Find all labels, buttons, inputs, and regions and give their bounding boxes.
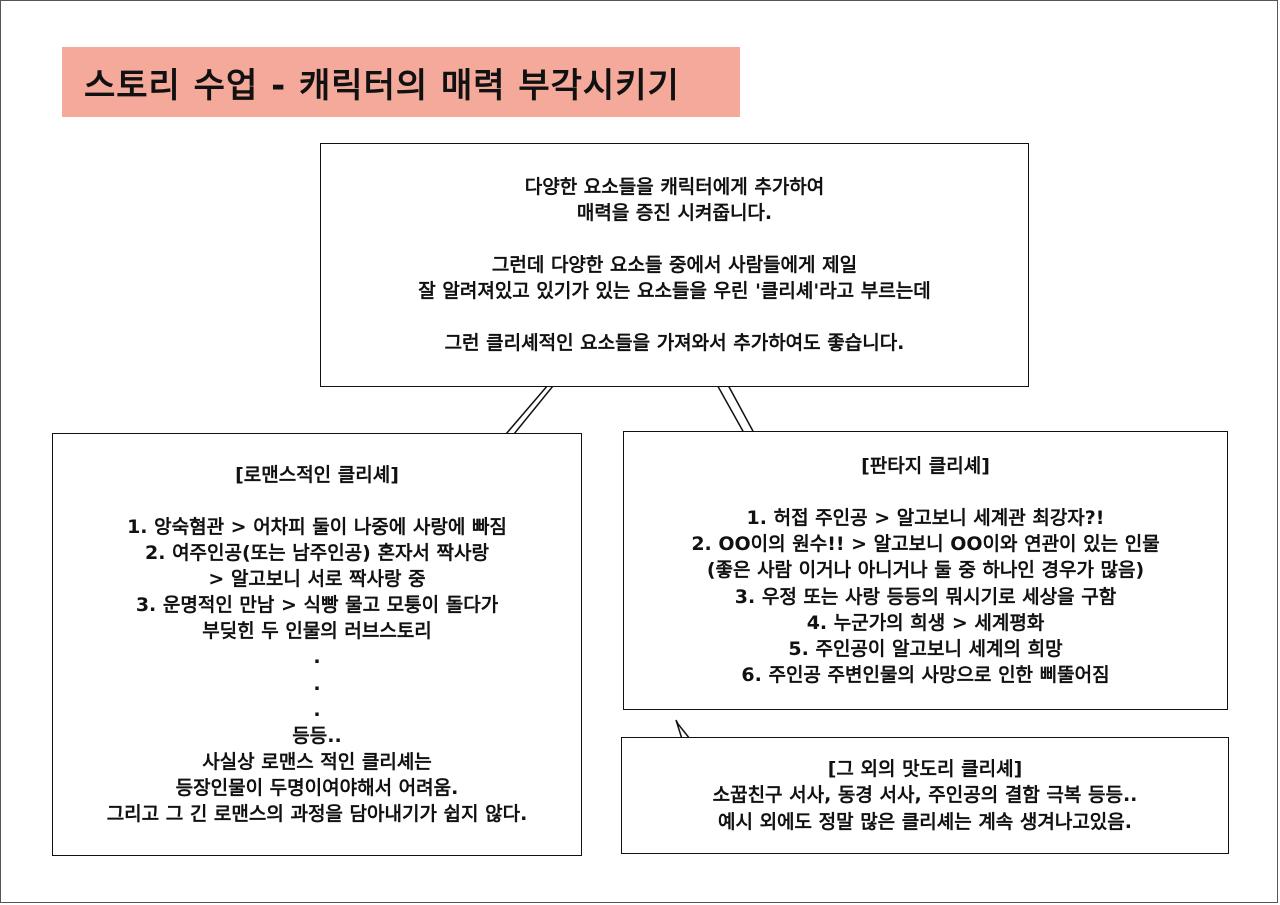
fantasy-line: 2. OO이의 원수!! > 알고보니 OO이와 연관이 있는 인물 [691, 533, 1160, 556]
fantasy-cliche-bubble: [판타지 클리셰] 1. 허접 주인공 > 알고보니 세계관 최강자?! 2. … [623, 431, 1228, 710]
fantasy-line: 3. 우정 또는 사랑 등등의 뭐시기로 세상을 구함 [734, 585, 1117, 608]
romance-line: 2. 여주인공(또는 남주인공) 혼자서 짝사랑 [145, 542, 489, 565]
intro-line: 잘 알려져있고 있기가 있는 요소들을 우린 '클리셰'라고 부르는데 [418, 280, 931, 302]
other-line: 소꿉친구 서사, 동경 서사, 주인공의 결함 극복 등등.. [712, 784, 1138, 807]
fantasy-line: 6. 주인공 주변인물의 사망으로 인한 삐뚤어짐 [741, 663, 1110, 686]
romance-heading: [로맨스적인 클리셰] [235, 464, 399, 487]
fantasy-heading: [판타지 클리셰] [861, 455, 990, 478]
romance-line: 부딪힌 두 인물의 러브스토리 [202, 620, 432, 643]
other-cliche-bubble: [그 외의 맛도리 클리셰] 소꿉친구 서사, 동경 서사, 주인공의 결함 극… [621, 737, 1229, 854]
romance-cliche-bubble: [로맨스적인 클리셰] 1. 앙숙혐관 > 어차피 둘이 나중에 사랑에 빠짐 … [52, 433, 582, 856]
page-title: 스토리 수업 - 캐릭터의 매력 부각시키기 [84, 65, 680, 106]
romance-line: 그리고 그 긴 로맨스의 과정을 담아내기가 쉽지 않다. [106, 802, 528, 825]
fantasy-line: 4. 누군가의 희생 > 세계평화 [806, 611, 1045, 634]
other-line: 예시 외에도 정말 많은 클리셰는 계속 생겨나고있음. [718, 810, 1132, 833]
romance-line: 사실상 로맨스 적인 클리셰는 [202, 750, 432, 773]
intro-line: 다양한 요소들을 캐릭터에게 추가하여 [524, 175, 825, 198]
title-banner: 스토리 수업 - 캐릭터의 매력 부각시키기 [62, 47, 740, 117]
romance-line: 3. 운명적인 만남 > 식빵 물고 모퉁이 돌다가 [135, 594, 499, 617]
romance-line: . [313, 646, 321, 669]
romance-line: 1. 앙숙혐관 > 어차피 둘이 나중에 사랑에 빠짐 [127, 516, 507, 539]
romance-line: 등등.. [292, 724, 342, 747]
romance-line: . [313, 672, 321, 695]
other-heading: [그 외의 맛도리 클리셰] [827, 758, 1023, 781]
fantasy-line: (좋은 사람 이거나 아니거나 둘 중 하나인 경우가 많음) [706, 559, 1145, 582]
intro-line: 그런 클리셰적인 요소들을 가져와서 추가하여도 좋습니다. [444, 332, 905, 355]
romance-line: 등장인물이 두명이여야해서 어려움. [175, 776, 459, 799]
romance-line: > 알고보니 서로 짝사랑 중 [208, 568, 426, 591]
fantasy-line: 5. 주인공이 알고보니 세계의 희망 [788, 637, 1063, 660]
intro-line: 매력을 증진 시켜줍니다. [576, 201, 773, 224]
intro-line: 그런데 다양한 요소들 중에서 사람들에게 제일 [491, 253, 858, 276]
fantasy-line: 1. 허접 주인공 > 알고보니 세계관 최강자?! [746, 507, 1105, 530]
intro-bubble: 다양한 요소들을 캐릭터에게 추가하여 매력을 증진 시켜줍니다. 그런데 다양… [320, 143, 1029, 387]
romance-line: . [313, 698, 321, 721]
